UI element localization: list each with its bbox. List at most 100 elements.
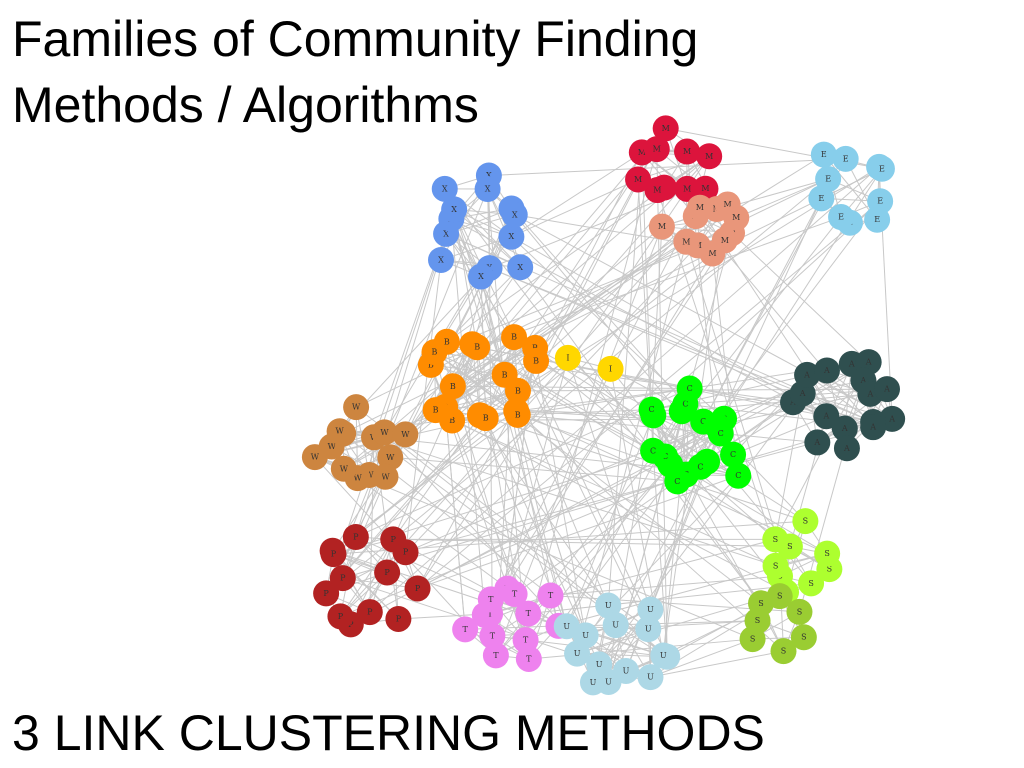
graph-node-label: I [566, 353, 569, 362]
graph-node-label: E [825, 174, 831, 183]
graph-node: P [392, 539, 419, 566]
graph-node-label: B [432, 348, 438, 357]
graph-edge [417, 363, 852, 589]
graph-edge [452, 385, 690, 390]
graph-node-circle [766, 583, 793, 610]
graph-edge [340, 539, 394, 617]
graph-node-label: U [612, 621, 619, 630]
graph-node-circle [491, 361, 518, 388]
graph-edge [514, 214, 893, 420]
graph-node-circle [431, 175, 458, 202]
graph-edge [343, 155, 710, 470]
graph-node-label: A [865, 358, 872, 367]
graph-node: P [327, 603, 354, 630]
graph-node-circle [720, 441, 747, 468]
graph-node-label: X [438, 255, 444, 264]
graph-node-label: W [386, 453, 395, 462]
graph-node: E [864, 206, 891, 233]
graph-edge [435, 208, 717, 411]
graph-node-label: C [697, 462, 703, 471]
graph-node-label: X [512, 210, 518, 219]
graph-edge [511, 152, 643, 238]
graph-node-label: C [687, 384, 693, 393]
graph-node-circle [635, 616, 662, 643]
graph-node-circle [640, 437, 667, 464]
graph-edge [528, 582, 812, 615]
graph-node-label: B [515, 386, 521, 395]
graph-node-label: A [822, 412, 829, 421]
graph-edge [489, 267, 803, 394]
graph-node: T [501, 581, 528, 608]
graph-node-label: S [781, 647, 786, 656]
graph-node-label: B [444, 337, 450, 346]
graph-node-label: U [582, 631, 589, 640]
graph-node-label: U [563, 622, 570, 631]
graph-node-label: T [487, 609, 493, 618]
graph-edge [681, 393, 871, 412]
graph-edge [550, 575, 781, 597]
graph-node-label: M [696, 203, 704, 212]
graph-node-label: S [787, 542, 792, 551]
graph-node-label: W [335, 427, 344, 436]
graph-edge [342, 421, 874, 579]
graph-node-label: B [533, 356, 539, 365]
graph-node-circle [523, 347, 550, 374]
graph-node: E [810, 141, 837, 168]
graph-node-label: P [367, 608, 373, 617]
graph-node-label: U [590, 678, 597, 687]
graph-node-label: U [647, 605, 654, 614]
graph-node-label: X [478, 272, 484, 281]
graph-node-circle [439, 373, 466, 400]
graph-node: W [330, 455, 357, 482]
graph-edge [650, 638, 753, 678]
graph-node: U [637, 664, 664, 691]
graph-edge [451, 420, 776, 567]
graph-node: T [452, 616, 479, 643]
graph-node-label: M [653, 145, 661, 154]
graph-node: B [433, 328, 460, 355]
graph-node-label: W [353, 474, 362, 483]
graph-node-label: M [653, 186, 661, 195]
graph-edge [446, 341, 568, 627]
graph-node-label: U [645, 625, 652, 634]
graph-node-circle [602, 612, 629, 639]
graph-node-label: C [648, 405, 654, 414]
graph-node-label: X [486, 171, 492, 180]
graph-edge [535, 360, 587, 636]
graph-node-circle [501, 324, 528, 351]
graph-node-circle [707, 420, 734, 447]
graph-node: M [674, 138, 701, 165]
graph-edge [390, 456, 678, 482]
graph-node: S [786, 598, 813, 625]
graph-node: B [422, 397, 449, 424]
graph-edge [355, 388, 690, 538]
graph-node-label: X [509, 232, 515, 241]
graph-node-circle [637, 596, 664, 623]
graph-node-circle [650, 642, 677, 669]
graph-edge [716, 198, 822, 426]
graph-node-circle [342, 524, 369, 550]
graph-node-label: A [869, 423, 876, 432]
graph-node: P [313, 580, 340, 607]
graph-node-circle [392, 421, 419, 448]
graph-node-label: S [777, 592, 782, 601]
graph-node-circle [330, 455, 357, 482]
graph-node-label: A [813, 438, 820, 447]
graph-node: A [874, 376, 901, 403]
graph-node: M [723, 204, 750, 231]
graph-node-label: A [803, 370, 810, 379]
graph-node-label: B [502, 370, 508, 379]
graph-node-circle [327, 603, 354, 630]
graph-node: W [326, 418, 353, 445]
graph-node: X [428, 246, 455, 273]
graph-node: B [472, 405, 499, 432]
graph-node: C [707, 420, 734, 447]
graph-node-circle [472, 405, 499, 432]
graph-node: A [804, 429, 831, 456]
graph-nodes: XXXXXXXXXXXXXMMMMMMMMMMMMMMMMMMMMMEEEEEE… [301, 115, 906, 696]
graph-node: I [554, 344, 581, 371]
graph-node-label: A [843, 444, 850, 453]
graph-node-circle [371, 419, 398, 446]
graph-edge [333, 553, 399, 620]
graph-edge [511, 179, 639, 238]
